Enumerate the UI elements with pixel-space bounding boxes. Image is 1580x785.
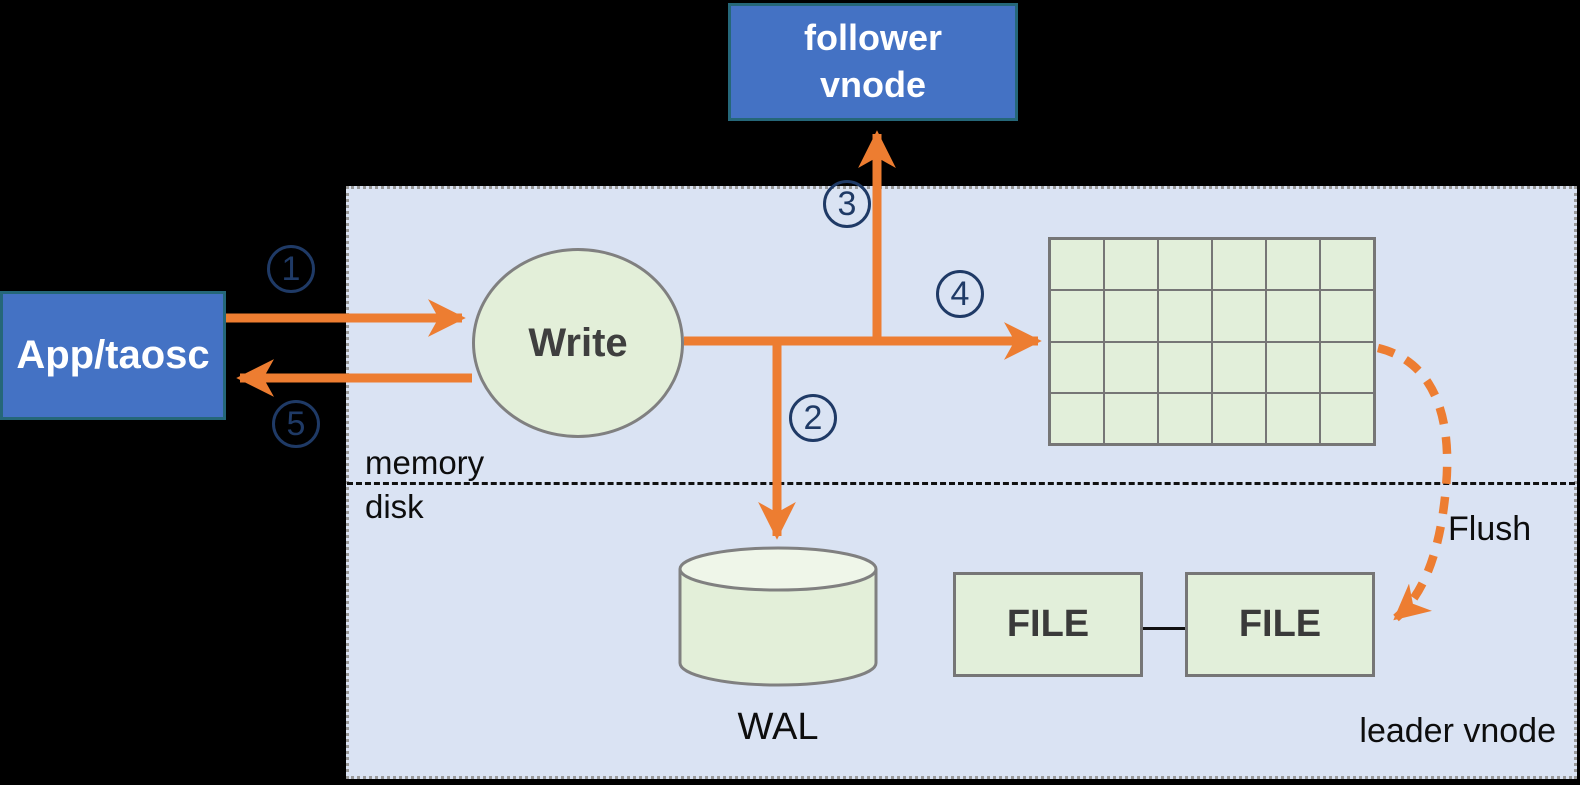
step-1-badge: 1 [267,245,315,293]
file-right-label: FILE [1238,603,1322,645]
write-label: Write [528,320,628,365]
step-4-badge: 4 [936,270,984,318]
leader-vnode-label: leader vnode [1359,712,1556,750]
memtable-cell [1105,240,1157,290]
memtable-cell [1267,240,1319,290]
memtable-cell [1213,240,1265,290]
memtable-cell [1105,291,1157,341]
memtable-cell [1159,291,1211,341]
wal-cylinder-top [678,546,878,592]
memtable-cell [1267,291,1319,341]
follower-vnode-node: follower vnode [728,3,1018,121]
file-left-label: FILE [1006,603,1090,645]
memtable-cell [1321,342,1373,392]
memtable-cell [1213,393,1265,443]
step-5-badge: 5 [272,400,320,448]
memtable-cell [1159,342,1211,392]
memtable-cell [1321,240,1373,290]
wal-cylinder-body [678,569,878,687]
memtable-cell [1159,393,1211,443]
wal-cylinder-shape [678,546,878,687]
memory-label: memory [365,444,485,481]
memtable-cell [1321,393,1373,443]
step-3-badge: 3 [823,180,871,228]
file-connector-line [1143,627,1185,630]
memtable-cell [1321,291,1373,341]
write-process-node: Write [472,248,684,438]
memtable-cell [1159,240,1211,290]
app-taosc-node: App/taosc [0,291,226,420]
memtable-cell [1267,393,1319,443]
app-taosc-label: App/taosc [16,333,210,377]
memtable-cell [1051,342,1103,392]
memtable-cell [1267,342,1319,392]
memtable-cell [1213,291,1265,341]
file-box-right: FILE [1185,572,1375,677]
disk-label: disk [365,488,424,525]
flush-label: Flush [1448,510,1532,548]
follower-vnode-label: follower vnode [803,17,942,105]
memory-disk-divider [347,482,1575,485]
memtable-cell [1105,342,1157,392]
step-2-badge: 2 [789,394,837,442]
memtable-grid [1048,237,1376,446]
memtable-cell [1051,393,1103,443]
memtable-cell [1105,393,1157,443]
memtable-cell [1051,291,1103,341]
wal-label: WAL [737,706,819,748]
memtable-cell [1213,342,1265,392]
file-box-left: FILE [953,572,1143,677]
wal-cylinder [678,545,878,687]
memtable-cell [1051,240,1103,290]
